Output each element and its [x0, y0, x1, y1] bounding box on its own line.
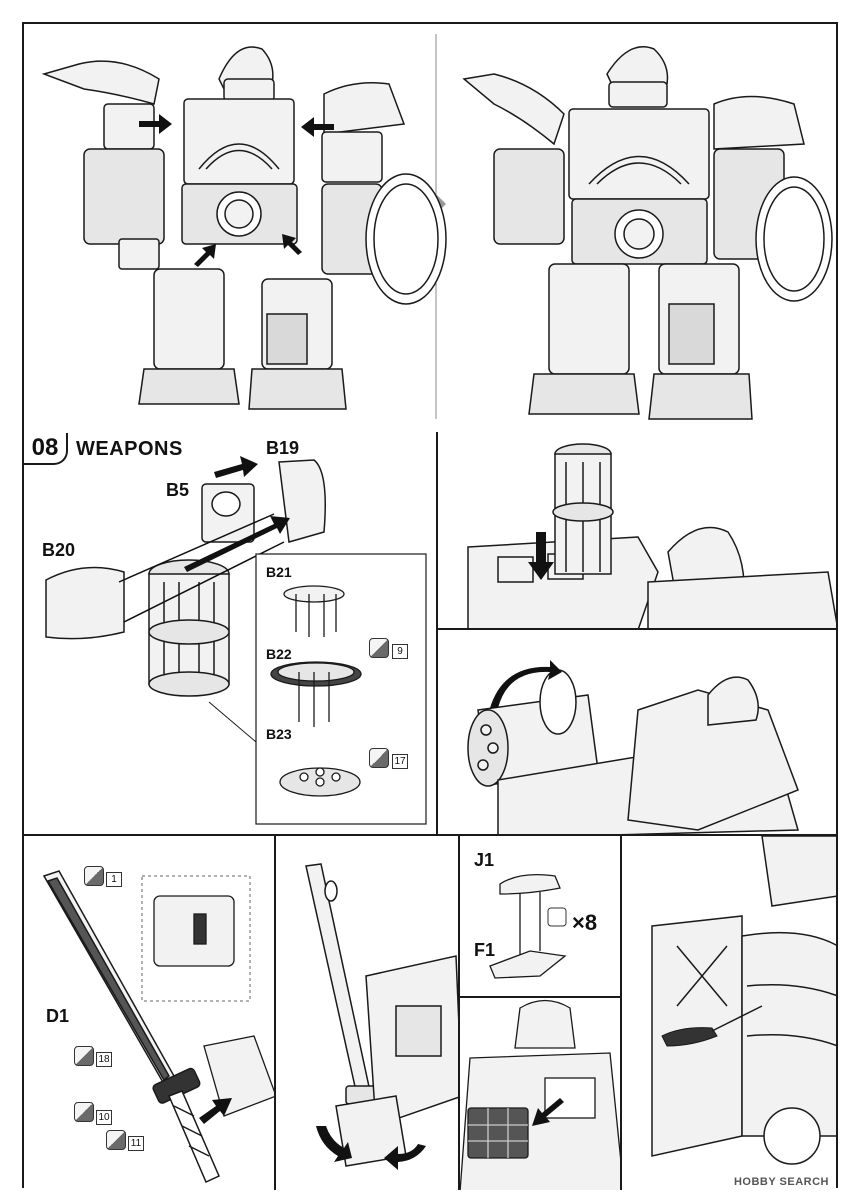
robot-assembly-illustration	[41, 34, 833, 420]
missile-installed-illustration	[651, 836, 836, 1165]
sword-in-hand-panel	[274, 834, 460, 1190]
color-swatch-icon	[74, 1046, 94, 1066]
arrow-right-icon	[139, 114, 172, 134]
color-ref-b23: 17	[392, 754, 408, 769]
label-j1: J1	[474, 850, 495, 870]
missile-parts-panel: J1 F1 ×8	[458, 834, 622, 998]
gatling-rotate-illustration	[467, 660, 799, 834]
arrow-up-icon	[282, 234, 302, 255]
robot-exploded-view	[41, 46, 447, 410]
step-08-weapons-panel: 08 WEAPONS	[24, 432, 438, 836]
step-title: WEAPONS	[76, 437, 183, 460]
arrow-right-icon	[214, 456, 258, 478]
label-d1: D1	[46, 1006, 70, 1026]
label-f1: F1	[474, 940, 496, 960]
arrow-right-icon	[199, 1098, 232, 1124]
color-swatch-icon	[74, 1102, 94, 1122]
color-ref-d1-guard: 18	[96, 1052, 112, 1067]
step-header: 08 WEAPONS	[24, 432, 183, 466]
color-swatch-icon	[84, 866, 104, 886]
color-ref-d1-blade: 1	[106, 872, 122, 887]
part-b19	[278, 459, 326, 543]
quantity-multiplier: ×8	[572, 910, 598, 935]
sword-illustration	[42, 870, 274, 1184]
sword-attach-panel: D1 1 18 10 11	[24, 834, 276, 1190]
rotate-arrow-icon	[316, 1126, 352, 1162]
label-b20: B20	[42, 540, 76, 560]
callout-parts	[270, 585, 362, 797]
arrow-right-icon	[184, 516, 290, 572]
robot-assembled-view	[462, 46, 833, 420]
gatling-exploded-illustration	[45, 456, 427, 825]
arrow-down-left-icon	[532, 1098, 564, 1126]
arrow-down-icon	[528, 532, 554, 580]
rotate-arrow-icon	[384, 1144, 426, 1170]
missile-rack-illustration	[460, 999, 620, 1190]
color-swatch-icon	[369, 748, 389, 768]
label-b21: B21	[266, 564, 292, 580]
label-b23: B23	[266, 726, 292, 742]
guide-line	[711, 1005, 763, 1032]
label-b22: B22	[266, 646, 292, 662]
sword-hand-illustration	[305, 863, 458, 1170]
missile-rack-panel	[458, 996, 622, 1190]
missile-part	[661, 1027, 718, 1047]
arrow-up-icon	[194, 244, 216, 267]
missile-illustration	[489, 873, 567, 979]
part-b20	[45, 566, 125, 640]
guide-line	[118, 513, 275, 583]
label-b19: B19	[266, 438, 300, 458]
color-ref-b22: 9	[392, 644, 408, 659]
arrow-left-icon	[301, 117, 334, 137]
color-ref-d1-grip: 10	[96, 1110, 112, 1125]
callout-leader	[208, 701, 257, 743]
sword-grip	[168, 1090, 220, 1184]
gatling-mount-illustration	[467, 443, 836, 628]
rotate-arrow-icon	[490, 660, 562, 708]
gatling-mount-panel	[436, 432, 836, 630]
label-b5: B5	[166, 480, 190, 500]
gatling-rotate-panel	[436, 628, 836, 836]
instruction-sheet: 08 WEAPONS	[22, 22, 838, 1190]
color-ref-d1-pommel: 11	[128, 1136, 144, 1151]
step-number: 08	[24, 433, 68, 465]
color-swatch-icon	[369, 638, 389, 658]
color-swatch-icon	[106, 1130, 126, 1150]
watermark: HOBBY SEARCH	[733, 1176, 829, 1188]
color-swatch-icon	[547, 907, 567, 927]
weapon-assembly-arrows	[184, 456, 290, 572]
robot-assembly-panel	[24, 24, 836, 434]
assembly-arrows	[139, 114, 334, 267]
missile-installed-panel	[620, 834, 836, 1190]
detail-inset-box	[141, 875, 251, 1002]
